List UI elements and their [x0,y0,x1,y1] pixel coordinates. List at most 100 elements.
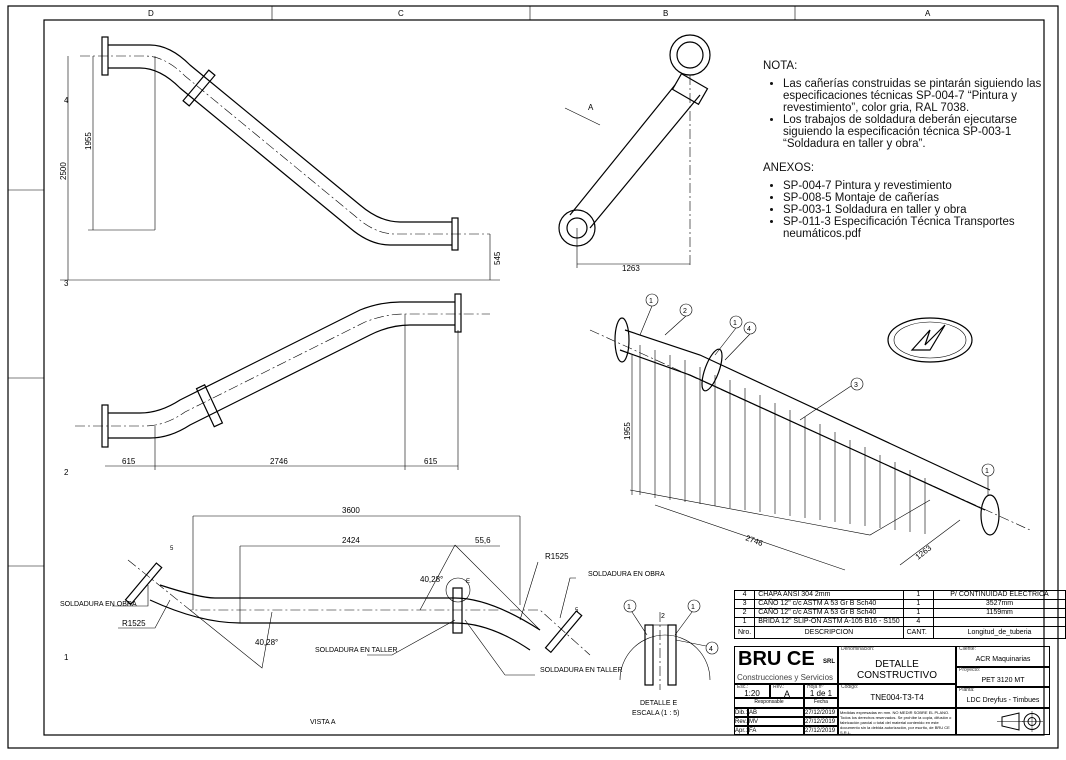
arrow-icon [910,324,946,351]
radius-r1525-left: R1525 [122,619,146,628]
drawing-code: TNE004-T3-T4 [870,693,924,702]
svg-text:3: 3 [854,382,858,389]
dim-2500: 2500 [59,162,68,180]
dim-55-6: 55,6 [475,536,491,545]
annex-item: SP-008-5 Montaje de cañerías [783,192,1053,204]
annex-item: SP-004-7 Pintura y revestimiento [783,180,1053,192]
balloon: 1 [687,599,701,613]
annex-item: SP-003-1 Soldadura en taller y obra [783,204,1053,216]
zone-row-3: 3 [64,279,69,288]
zone-row-4: 4 [64,96,69,105]
dim-3600: 3600 [342,506,360,515]
balloon: 1 [645,293,659,307]
zone-row-1: 1 [64,653,69,662]
svg-text:4: 4 [709,646,713,653]
svg-text:1: 1 [627,604,631,611]
svg-text:4: 4 [747,326,751,333]
zone-col-c: C [398,9,404,18]
notes-title: NOTA: [763,60,798,72]
direction-symbol [887,317,973,363]
iso-small-view: 1263 A [558,34,711,273]
view-arrow-label: A [588,103,594,112]
vista-a-title: VISTA A [310,719,336,726]
client: ACR Maquinarias [975,656,1031,663]
flange [182,69,216,107]
annex-item: SP-011-3 Especificación Técnica Transpor… [783,216,1053,240]
svg-text:1: 1 [733,320,737,327]
weld-size: 5 [575,608,579,614]
dim-1955: 1955 [84,132,93,150]
dim-615-right: 615 [424,457,438,466]
zone-row-2: 2 [64,468,69,477]
front-view: 2500 1955 545 [59,36,502,281]
flange [451,217,459,251]
note-item: Los trabajos de soldadura deberán ejecut… [783,114,1053,150]
note-item: Las cañerías construidas se pintarán sig… [783,78,1053,114]
annex-title: ANEXOS: [763,162,815,174]
scale-value: 1:20 [744,689,760,698]
plant: LDC Dreyfus - Timbues [966,697,1040,704]
balloon: 3 [850,377,864,391]
svg-text:2: 2 [683,308,687,315]
project: PET 3120 MT [981,677,1025,684]
view-arrow [564,107,601,126]
weld-note-obra-right: SOLDADURA EN OBRA [588,571,665,578]
flange [101,36,109,76]
weld-note-taller-right: SOLDADURA EN TALLER [540,667,623,674]
angle-40-28-right: 40,28° [420,575,443,584]
svg-text:1: 1 [691,604,695,611]
balloon: 4 [705,641,719,655]
weld-leaders [112,577,576,676]
zone-col-d: D [148,9,154,18]
dim-615-left: 615 [122,457,136,466]
weld-note-obra-left: SOLDADURA EN OBRA [60,601,137,608]
company-logo: BRU CE SRL Construcciones y Servicios [734,646,838,684]
outer-border [7,5,1059,749]
revision-value: A [783,689,790,699]
drawn-by: AB [748,708,804,717]
projection-symbol [956,708,1050,735]
dim-2424: 2424 [342,536,360,545]
balloon: 2 [679,303,693,317]
detail-e-view: 2 1 1 4 DETALLE E ESCALA (1 : 5) [619,599,719,717]
notes-block: NOTA: Las cañerías construidas se pintar… [763,60,1053,252]
dim-2746: 2746 [270,457,288,466]
dim-1263: 1263 [622,264,640,273]
reviewed-by: MV [748,717,804,726]
balloon: 4 [743,321,757,335]
inner-frame [43,19,1045,736]
iso-big-view: 1955 2746 1263 1 2 1 4 3 1 [589,293,1031,571]
date-header: Fecha [804,698,838,708]
balloon: 1 [981,463,995,477]
sheet-value: 1 de 1 [809,689,833,698]
detail-title: DETALLE E [640,700,678,707]
balloon: 1 [729,315,743,329]
svg-text:1: 1 [985,468,989,475]
zone-col-a: A [925,9,931,18]
weld-size: 5 [170,546,174,552]
plan-view: 615 2746 615 [75,293,490,470]
responsible-header: Responsable [734,698,804,708]
dim-1955-iso: 1955 [623,422,632,440]
zone-col-b: B [663,9,668,18]
dim-545: 545 [493,251,502,265]
vista-a-view: 3600 2424 55,6 40,28° 40,28° R1525 R1525… [60,506,665,726]
weld-note-taller-center: SOLDADURA EN TALLER [315,647,398,654]
dim-1263-iso: 1263 [914,543,934,561]
detail-gap-dim: 2 [661,613,665,620]
svg-text:1: 1 [649,298,653,305]
balloon: 1 [623,599,637,613]
disclaimer: Medidas expresadas en mm. NO MEDIR SOBRE… [838,708,956,735]
first-angle-projection-icon [997,711,1043,732]
detail-scale: ESCALA (1 : 5) [632,710,679,717]
approved-by: FA [748,726,804,735]
detail-mark-e: E [466,579,470,585]
